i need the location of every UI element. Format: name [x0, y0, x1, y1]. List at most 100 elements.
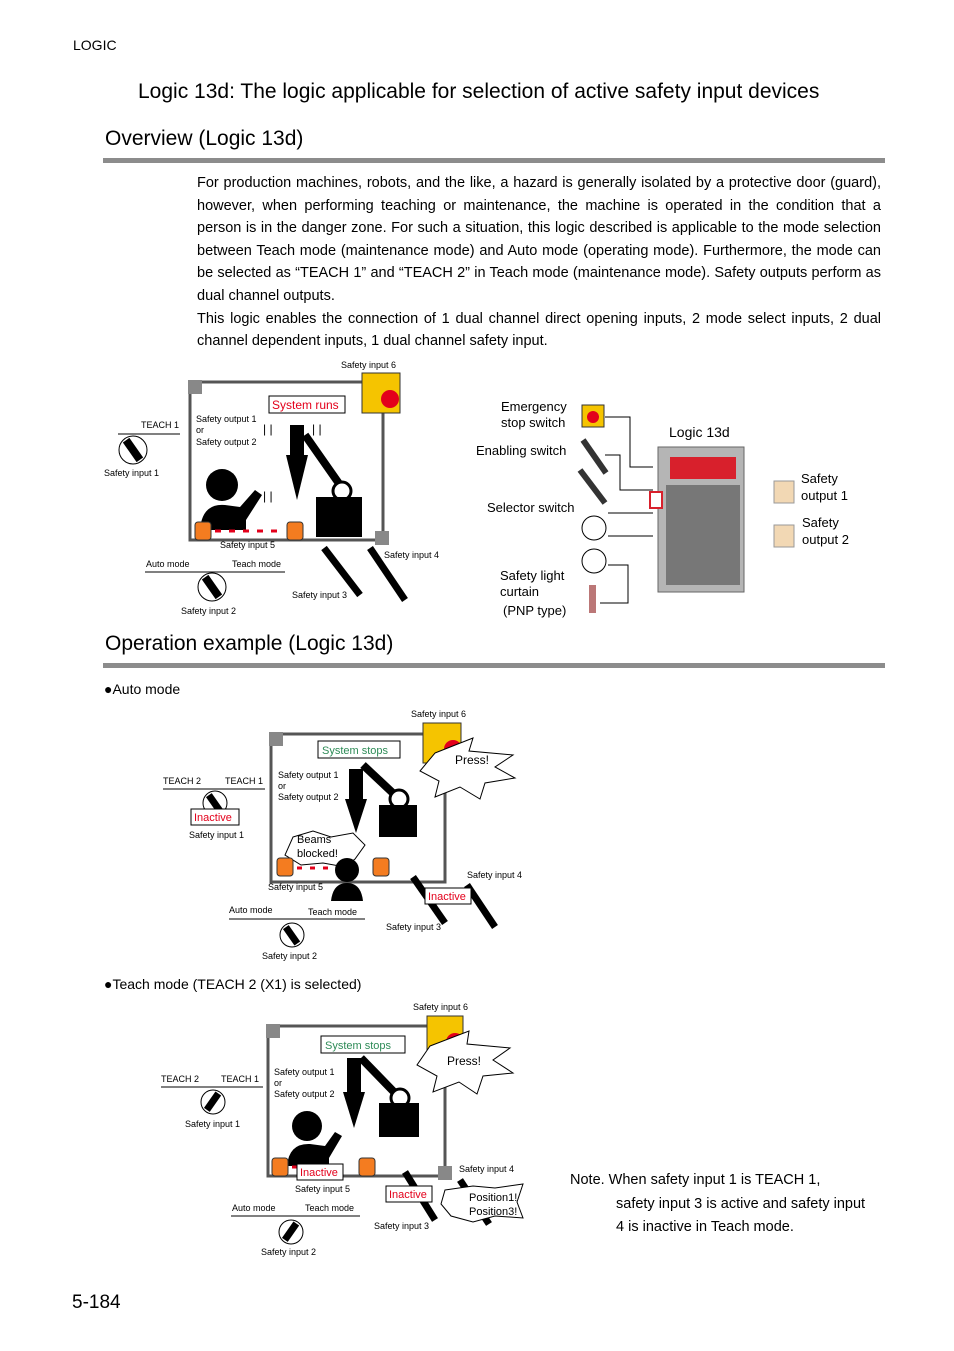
label-teach2: TEACH 2	[163, 776, 201, 786]
label-si1: Safety input 1	[185, 1119, 240, 1129]
relay-icon	[773, 480, 795, 504]
label-si6: Safety input 6	[411, 709, 466, 719]
guard-frame	[266, 1024, 447, 1178]
controller-top	[670, 457, 736, 479]
label-teach1: TEACH 1	[221, 1074, 259, 1084]
beams-text: blocked!	[297, 848, 338, 860]
robot-tool-icon	[345, 799, 367, 833]
selector-knob	[203, 1091, 222, 1112]
section-rule	[103, 663, 885, 668]
system-runs-box	[268, 395, 346, 414]
wiring-diagram: Emergency stop switch Enabling switch Se…	[476, 399, 849, 618]
tick-mark: | |	[263, 489, 273, 503]
teach-mode-bullet: ●Teach mode (TEACH 2 (X1) is selected)	[104, 976, 362, 992]
label-teach: Teach mode	[232, 559, 281, 569]
robot-link	[301, 432, 344, 488]
selector-knob	[122, 437, 144, 463]
label-out1: Safety	[801, 471, 838, 486]
label-curtain: curtain	[500, 584, 539, 599]
overview-heading: Overview (Logic 13d)	[105, 127, 304, 150]
label-si3: Safety input 3	[292, 590, 347, 600]
label-teach2: TEACH 2	[161, 1074, 199, 1084]
system-stops-text: System stops	[322, 745, 389, 757]
label-si3: Safety input 3	[374, 1221, 429, 1231]
enabling-switch-icon	[464, 883, 498, 929]
positions-text: Position1!	[469, 1192, 517, 1204]
tick-mark: | |	[312, 422, 322, 436]
overview-paragraph: This logic enables the connection of 1 d…	[197, 310, 881, 350]
label-curtain: Safety light	[500, 568, 565, 583]
label-out2: output 2	[802, 532, 849, 547]
person-head-icon	[206, 469, 238, 501]
robot-link	[358, 1055, 398, 1096]
running-header: LOGIC	[73, 37, 117, 53]
wire	[605, 416, 653, 468]
robot-base-icon	[316, 497, 362, 537]
wire	[605, 454, 653, 491]
estop-button-icon	[587, 411, 599, 423]
robot-arm-icon	[349, 769, 363, 799]
label-or: or	[196, 425, 204, 435]
mode-selector-knob	[281, 1221, 300, 1242]
positions-text: Position3!	[469, 1206, 517, 1218]
relay-icon	[773, 524, 795, 548]
label-so1: Safety output 1	[278, 770, 339, 780]
teach-mode-diagram: Safety input 6 Press! System stops TEACH…	[161, 1002, 524, 1257]
overview-paragraph: For production machines, robots, and the…	[197, 175, 881, 304]
guard-frame	[269, 732, 447, 884]
beams-text: Beams	[297, 834, 332, 846]
person-head-icon	[292, 1111, 322, 1141]
press-text: Press!	[455, 753, 489, 767]
label-si1: Safety input 1	[189, 830, 244, 840]
label-so2: Safety output 2	[274, 1089, 335, 1099]
label-si5: Safety input 5	[295, 1184, 350, 1194]
inactive2-text: Inactive	[428, 891, 466, 903]
label-si6: Safety input 6	[413, 1002, 468, 1012]
label-teach1: TEACH 1	[225, 776, 263, 786]
note-line: Note. When safety input 1 is TEACH 1,	[570, 1172, 821, 1188]
label-auto: Auto mode	[232, 1203, 276, 1213]
press-burst	[419, 737, 517, 800]
mode-selector-knob	[282, 925, 301, 946]
label-si6: Safety input 6	[341, 360, 396, 370]
label-so2: Safety output 2	[278, 792, 339, 802]
label-si2: Safety input 2	[262, 951, 317, 961]
person-body-icon	[287, 1132, 342, 1166]
robot-link	[360, 762, 398, 798]
person-head-icon	[335, 858, 359, 882]
light-curtain-right-icon	[286, 521, 304, 541]
label-so1: Safety output 1	[196, 414, 257, 424]
inactive2-box	[424, 887, 472, 905]
overview-text: For production machines, robots, and the…	[197, 172, 881, 353]
positions-burst	[440, 1183, 524, 1223]
label-si2: Safety input 2	[181, 606, 236, 616]
selector-icon	[581, 515, 607, 541]
operation-heading: Operation example (Logic 13d)	[105, 632, 394, 655]
enabling-switch-icon	[367, 546, 408, 602]
system-runs-text: System runs	[272, 398, 339, 412]
auto-mode-diagram: Safety input 6 Press! System stops TEACH…	[163, 709, 522, 961]
estop-button-icon	[381, 390, 399, 408]
label-auto: Auto mode	[229, 905, 273, 915]
light-curtain-left-icon	[276, 857, 294, 877]
note-line: safety input 3 is active and safety inpu…	[616, 1195, 866, 1236]
overview-diagram: Safety input 6 System runs Safety output…	[104, 360, 439, 616]
robot-base-icon	[379, 805, 417, 837]
system-stops-box	[320, 1035, 406, 1054]
guard-corner	[438, 1166, 452, 1180]
controller-terminals	[666, 485, 740, 585]
light-curtain-right-icon	[372, 857, 390, 877]
robot-tool-icon	[343, 1092, 365, 1128]
label-estop: Emergency	[501, 399, 567, 414]
auto-mode-bullet: ●Auto mode	[104, 681, 181, 697]
light-curtain-right-icon	[358, 1157, 376, 1177]
label-enabling: Enabling switch	[476, 443, 566, 458]
label-estop: stop switch	[501, 415, 565, 430]
inactive-text: Inactive	[300, 1167, 338, 1179]
guard-frame	[188, 380, 385, 542]
inactive-text: Inactive	[194, 812, 232, 824]
label-or: or	[278, 781, 286, 791]
note: Note. When safety input 1 is TEACH 1, sa…	[570, 1169, 870, 1240]
enabling-icon	[577, 468, 608, 505]
inactive-box	[190, 808, 240, 826]
